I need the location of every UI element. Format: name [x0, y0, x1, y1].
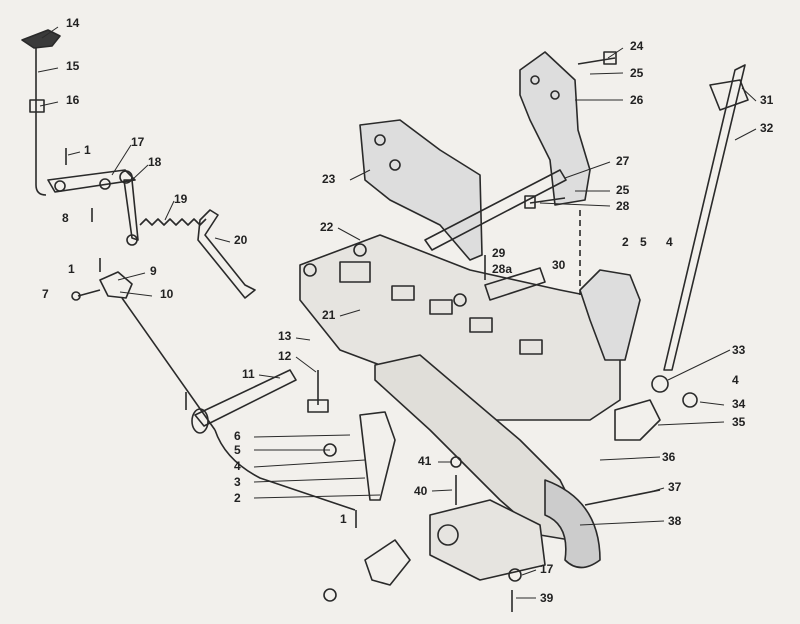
part-label-23: 23	[322, 172, 336, 186]
part-label-26: 26	[630, 93, 644, 107]
part-label-16: 16	[66, 93, 80, 107]
part-label-41: 41	[418, 454, 432, 468]
part-label-40: 40	[414, 484, 428, 498]
part-label-29: 29	[492, 246, 506, 260]
part-label-30: 30	[552, 258, 566, 272]
part-label-11: 11	[242, 367, 255, 381]
part-label-25-lower: 25	[616, 183, 630, 197]
part-label-12: 12	[278, 349, 292, 363]
part-label-24: 24	[630, 39, 644, 53]
part-label-25-upper: 25	[630, 66, 644, 80]
part-label-3: 3	[234, 475, 241, 489]
part-label-27: 27	[616, 154, 630, 168]
part-label-38: 38	[668, 514, 682, 528]
part-label-6: 6	[234, 429, 241, 443]
part-label-13: 13	[278, 329, 292, 343]
part-label-34: 34	[732, 397, 746, 411]
part-label-9: 9	[150, 264, 157, 278]
part-label-20: 20	[234, 233, 248, 247]
part-label-1-upper: 1	[84, 143, 91, 157]
part-label-7: 7	[42, 287, 49, 301]
part-label-15: 15	[66, 59, 80, 73]
part-label-10: 10	[160, 287, 174, 301]
part-label-28: 28	[616, 199, 630, 213]
part-label-36: 36	[662, 450, 676, 464]
part-label-32: 32	[760, 121, 774, 135]
part-label-2-upper: 2	[622, 235, 629, 249]
part-label-17-lower: 17	[540, 562, 554, 576]
part-label-8: 8	[62, 211, 69, 225]
part-label-18: 18	[148, 155, 162, 169]
part-label-4-right: 4	[732, 373, 739, 387]
part-label-4-upper: 4	[666, 235, 673, 249]
part-label-2-lower: 2	[234, 491, 241, 505]
part-label-35: 35	[732, 415, 746, 429]
part-label-5-lower: 5	[234, 443, 241, 457]
part-label-37: 37	[668, 480, 682, 494]
part-label-4-lower: 4	[234, 459, 241, 473]
part-label-22: 22	[320, 220, 334, 234]
part-label-1-lower: 1	[340, 512, 347, 526]
part-label-17: 17	[131, 135, 145, 149]
part-label-14: 14	[66, 16, 80, 30]
part-label-39: 39	[540, 591, 554, 605]
part-label-19: 19	[174, 192, 188, 206]
part-label-1-mid: 1	[68, 262, 75, 276]
part-label-21: 21	[322, 308, 336, 322]
part-label-33: 33	[732, 343, 746, 357]
part-label-5-upper: 5	[640, 235, 647, 249]
part-label-28a: 28a	[492, 262, 513, 276]
part-label-31: 31	[760, 93, 774, 107]
